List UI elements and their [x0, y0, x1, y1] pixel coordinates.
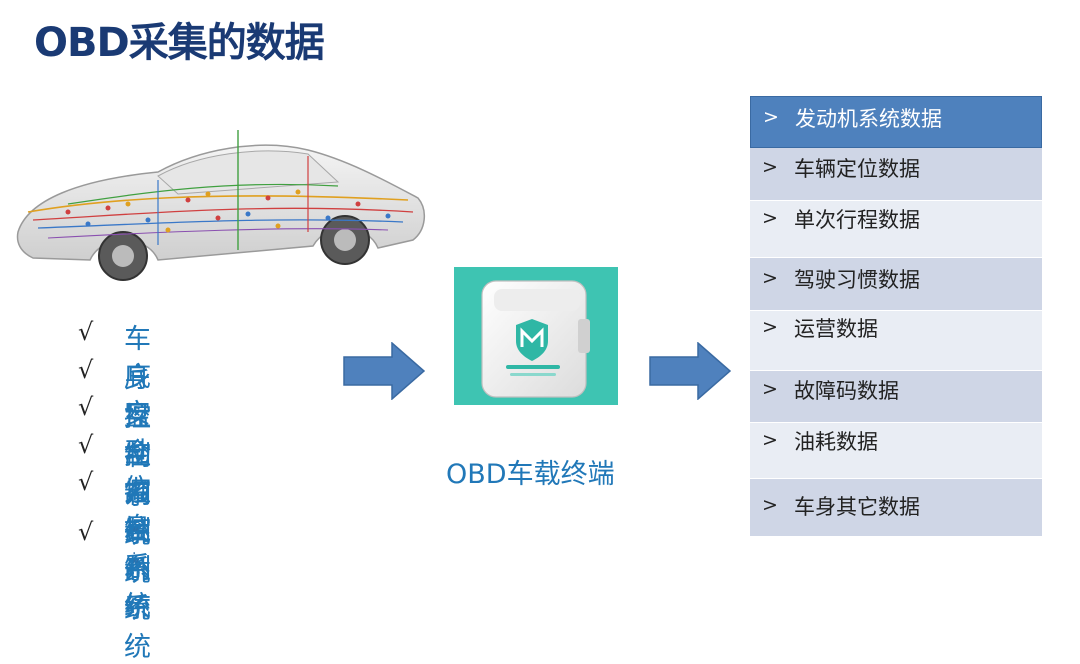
data-item-label: 车身其它数据 — [794, 495, 920, 519]
data-item-label: 单次行程数据 — [794, 208, 920, 232]
data-item-fault-code: > 故障码数据 — [750, 371, 1042, 423]
data-item-engine: > 发动机系统数据 — [750, 96, 1042, 148]
obd-device-image — [454, 267, 618, 405]
chevron-right-icon: > — [762, 267, 778, 289]
data-item-driving-habit: > 驾驶习惯数据 — [750, 258, 1042, 311]
data-item-label: 车辆定位数据 — [794, 157, 920, 181]
check-mark: √ — [78, 517, 94, 546]
system-label: 底盘控制系统 — [124, 361, 151, 588]
data-item-label: 驾驶习惯数据 — [794, 268, 920, 292]
page-title: OBD采集的数据 — [34, 20, 325, 66]
data-item-body-other: > 车身其它数据 — [750, 479, 1042, 537]
data-item-operation: > 运营数据 — [750, 311, 1042, 371]
right-arrow-icon — [649, 342, 731, 400]
data-item-fuel: > 油耗数据 — [750, 423, 1042, 479]
data-item-label: 故障码数据 — [794, 379, 899, 403]
data-item-label: 运营数据 — [794, 317, 878, 341]
system-more-label: “ . ”. — [132, 525, 144, 574]
chevron-right-icon: > — [762, 207, 778, 229]
car-wiring-illustration — [16, 130, 425, 281]
chevron-right-icon: > — [762, 156, 778, 178]
device-label: OBD车载终端 — [446, 459, 615, 490]
system-label: 车身控制系统 — [124, 324, 151, 550]
chevron-right-icon: > — [762, 378, 778, 400]
check-mark: √ — [78, 430, 94, 459]
chevron-right-icon: > — [762, 494, 778, 516]
check-mark: √ — [78, 468, 94, 496]
data-item-label: 发动机系统数据 — [795, 107, 942, 131]
obd-device-icon — [481, 280, 590, 398]
check-mark: √ — [78, 318, 94, 346]
system-label: 信息系统 — [124, 474, 151, 622]
system-label: 安全控制系统 — [124, 399, 151, 625]
data-list: > 发动机系统数据 > 车辆定位数据 > 单次行程数据 > 驾驶习惯数据 > 运… — [750, 96, 1042, 537]
data-item-trip: > 单次行程数据 — [750, 201, 1042, 258]
chevron-right-icon: > — [762, 429, 778, 451]
data-item-label: 油耗数据 — [794, 430, 878, 454]
data-item-location: > 车辆定位数据 — [750, 148, 1042, 201]
check-mark: √ — [78, 393, 94, 421]
right-arrow-icon — [343, 342, 425, 400]
chevron-right-icon: > — [763, 106, 779, 128]
check-mark: √ — [78, 355, 94, 384]
chevron-right-icon: > — [762, 316, 778, 338]
